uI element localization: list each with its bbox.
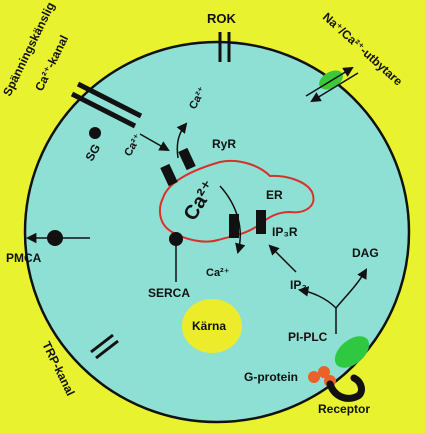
serca-label: SERCA [148, 286, 190, 300]
endoplasmic-reticulum [158, 160, 315, 243]
ip3r-label: IP₃R [272, 225, 298, 239]
ca-release-label: Ca²⁺ [206, 267, 230, 279]
ryr-release-arrow [176, 122, 188, 159]
ip3r-release-arrow [219, 185, 246, 255]
ip3-arrow [297, 286, 337, 309]
ryr-label: RyR [212, 137, 236, 151]
voltage-gated-ca-channel [70, 81, 143, 129]
rok-channel [218, 32, 231, 62]
rok-label: ROK [207, 11, 237, 26]
plc-label: PI-PLC [288, 330, 328, 344]
g-protein-label: G-protein [244, 370, 298, 384]
ryr-channel [160, 147, 196, 187]
receptor-shape [326, 374, 365, 402]
pmca-label: PMCA [6, 251, 42, 265]
ca-influx-arrow [139, 133, 170, 152]
cell-membrane [23, 40, 411, 424]
ip3-to-receptor-arrow [268, 244, 297, 273]
exchanger-arrow-in [310, 72, 359, 103]
er-label: ER [266, 188, 283, 202]
ip3-label: IP₃ [290, 278, 307, 292]
ip3r-channel [229, 210, 266, 238]
nucleus [182, 299, 242, 353]
exchanger-arrow-out [305, 66, 354, 97]
nucleus-label: Kärna [192, 319, 226, 333]
dag-arrow [335, 268, 368, 309]
receptor-label: Receptor [318, 402, 370, 416]
dag-label: DAG [352, 246, 379, 260]
sg-subunit [89, 127, 101, 139]
pi-plc-shape [334, 336, 370, 368]
trp-channel [90, 333, 119, 360]
